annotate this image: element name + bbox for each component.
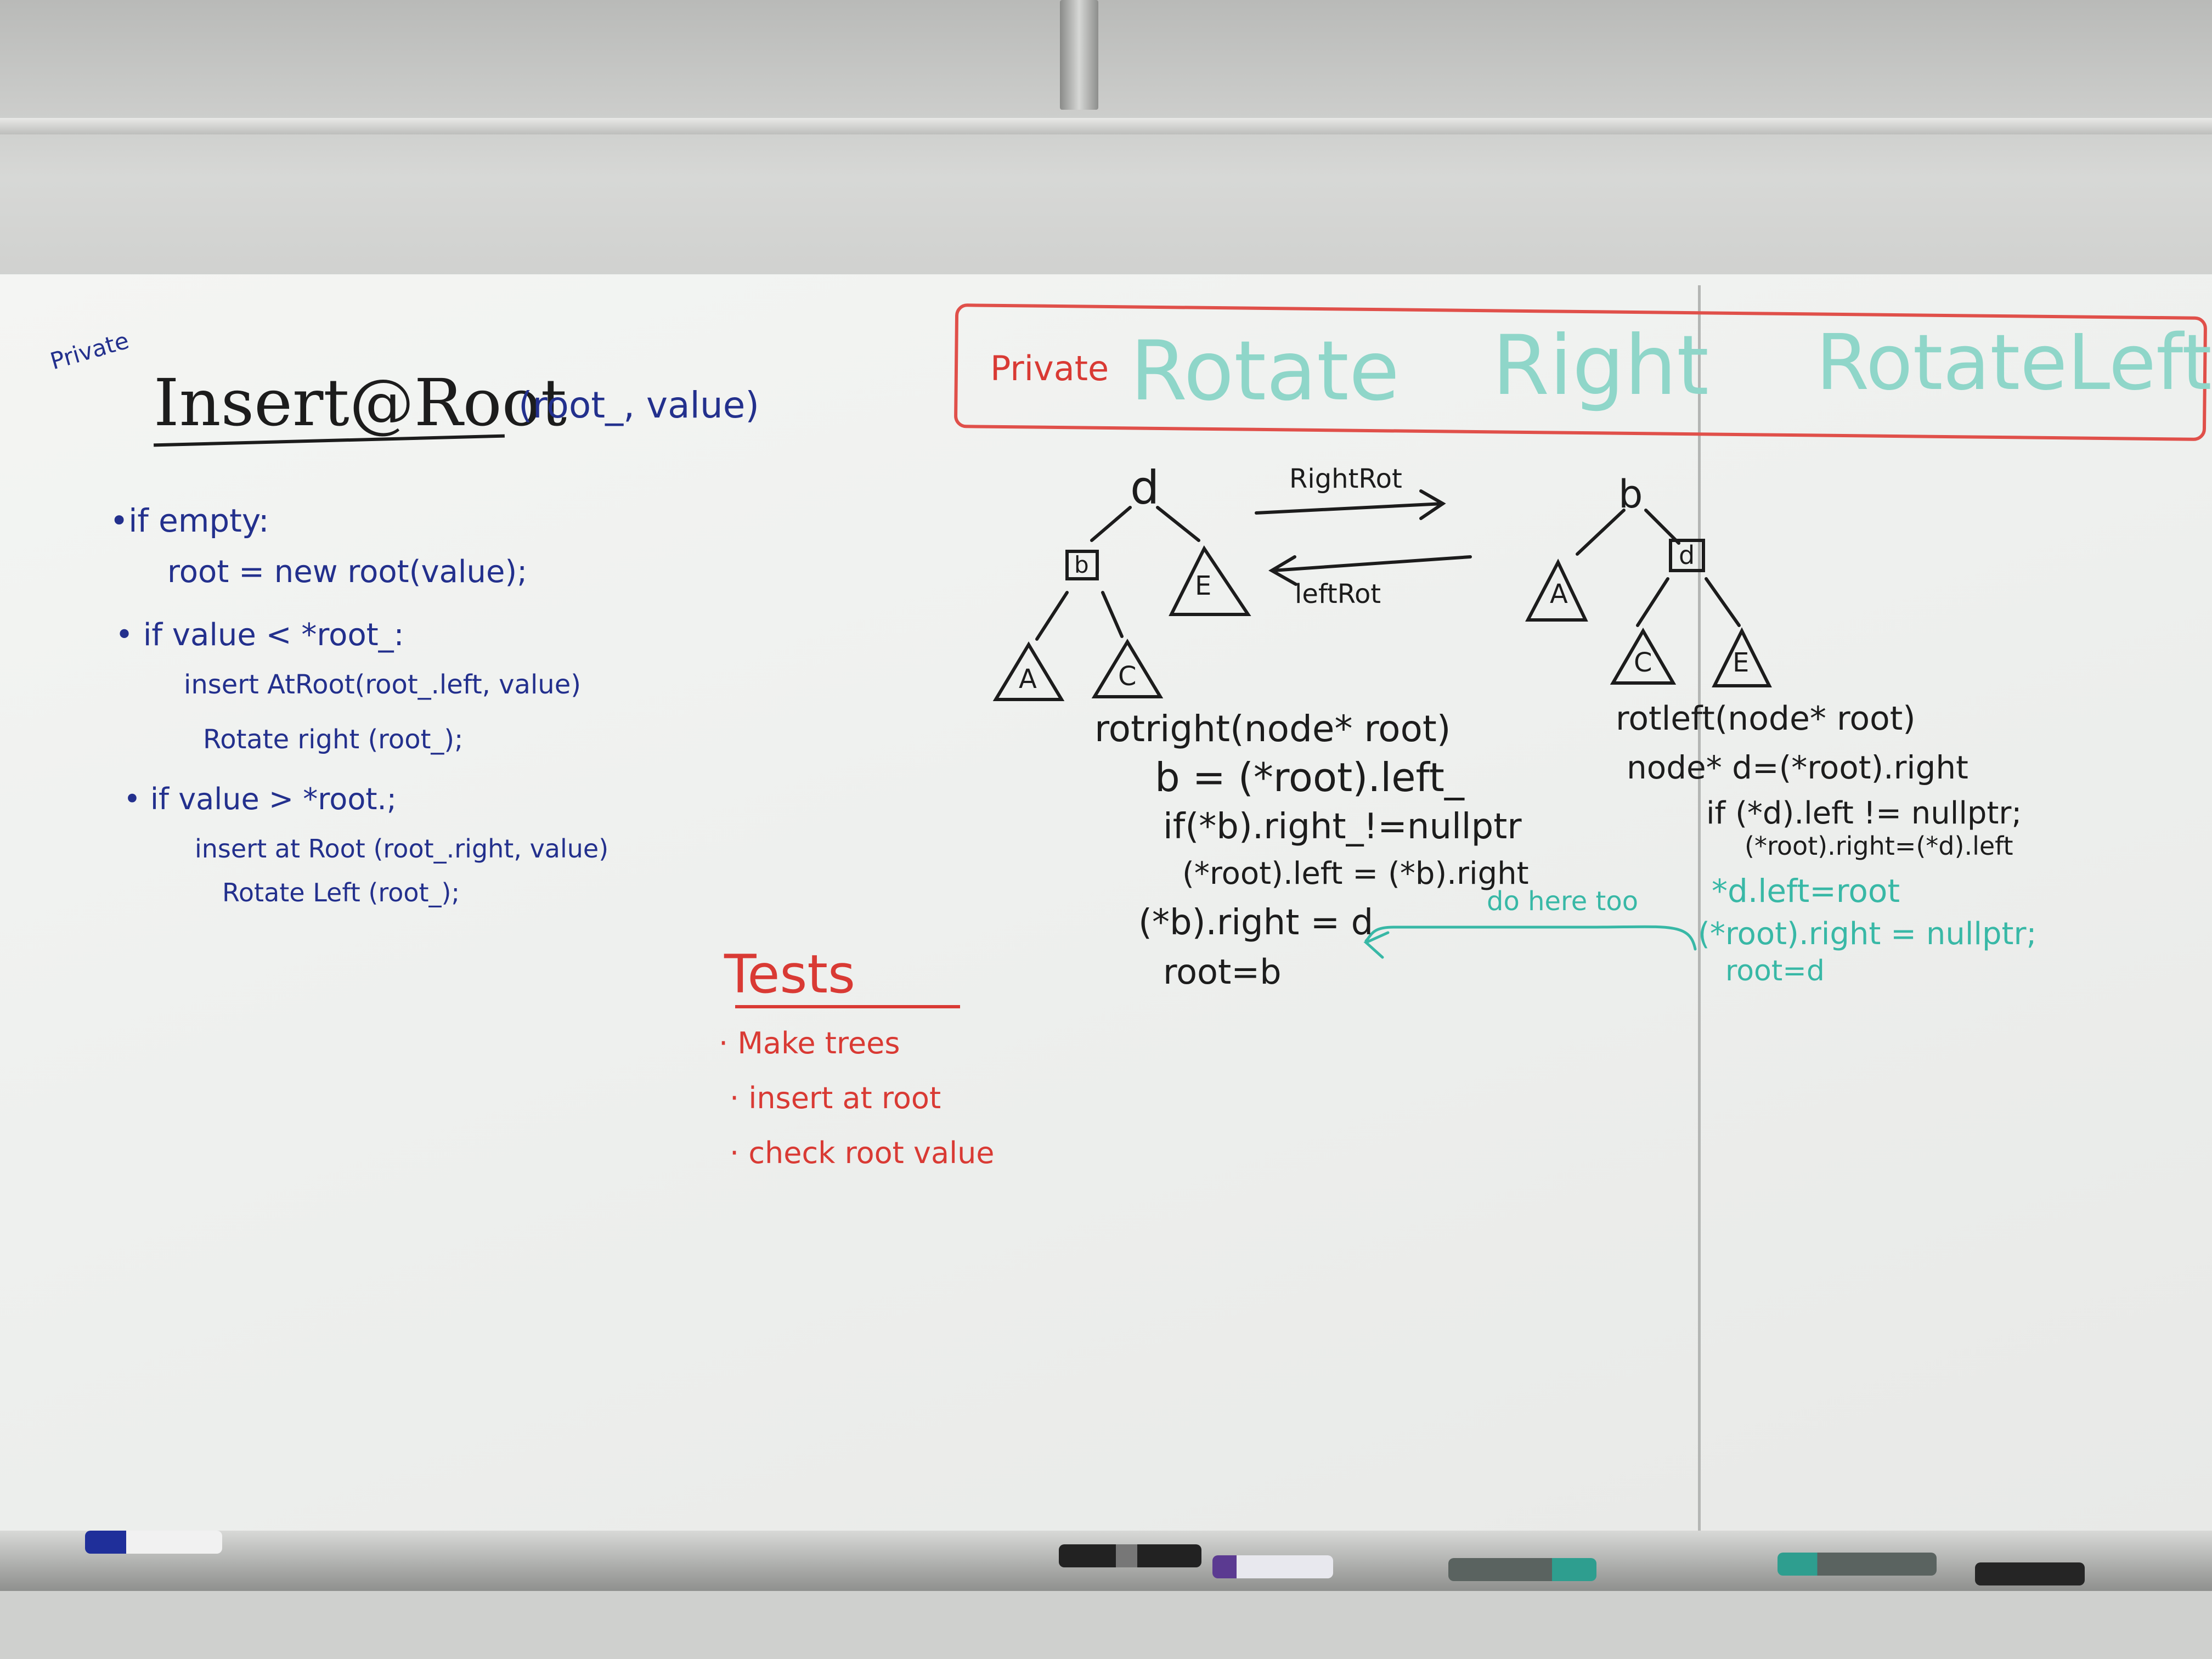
edge-b2-a bbox=[1576, 509, 1626, 556]
board-rail bbox=[0, 118, 2212, 134]
rotleft-line-4: (*root).right=(*d).left bbox=[1745, 831, 2013, 861]
code-line-2: root = new root(value); bbox=[167, 554, 528, 590]
blue-marker[interactable] bbox=[85, 1531, 222, 1554]
rotright-line-2: b = (*root).left_ bbox=[1155, 754, 1464, 800]
insert-at-root-title: Insert@Root bbox=[154, 365, 567, 441]
rotleft-line-7: root=d bbox=[1725, 955, 1825, 988]
code-line-7: insert at Root (root_.right, value) bbox=[195, 834, 609, 864]
edge-b-c bbox=[1101, 591, 1124, 638]
tree2-leaf-e: E bbox=[1733, 647, 1750, 678]
tree2-leaf-c: C bbox=[1634, 647, 1652, 678]
node-d-box bbox=[1669, 539, 1705, 572]
tree2-node-d: d bbox=[1679, 540, 1695, 570]
board-seam bbox=[1698, 285, 1701, 1547]
insert-at-root-args: (root_, value) bbox=[518, 384, 760, 426]
rotleft-line-2: node* d=(*root).right bbox=[1627, 749, 1968, 786]
triangle-a bbox=[992, 641, 1065, 701]
tree1-leaf-c: C bbox=[1118, 661, 1137, 692]
purple-marker[interactable] bbox=[1212, 1555, 1333, 1578]
edge-b-a bbox=[1035, 591, 1069, 641]
code-line-1: •if empty: bbox=[110, 502, 269, 539]
board-clip bbox=[1060, 0, 1098, 110]
edge-b2-d bbox=[1644, 509, 1680, 545]
black-marker[interactable] bbox=[1059, 1544, 1201, 1567]
arrow-left-rot-head bbox=[1268, 555, 1297, 586]
arrow-left-rot bbox=[1271, 555, 1472, 572]
rotleft-line-1: rotleft(node* root) bbox=[1616, 699, 1916, 738]
rotright-line-3: if(*b).right_!=nullptr bbox=[1163, 806, 1522, 847]
node-b-box bbox=[1065, 550, 1099, 580]
wall bbox=[0, 0, 2212, 296]
header-rotate-left: RotateLeft bbox=[1816, 318, 2212, 408]
rotright-line-5: (*b).right = d bbox=[1138, 902, 1374, 943]
edge-d-e bbox=[1156, 506, 1200, 542]
header-private-label: Private bbox=[990, 348, 1109, 388]
arrow-right-rot bbox=[1255, 502, 1444, 515]
triangle-a2 bbox=[1525, 558, 1588, 622]
tests-item-1: · Make trees bbox=[719, 1026, 900, 1060]
teal-marker-1[interactable] bbox=[1448, 1558, 1596, 1581]
header-right: Right bbox=[1492, 318, 1709, 414]
rotright-line-1: rotright(node* root) bbox=[1094, 708, 1451, 750]
triangle-c bbox=[1091, 639, 1164, 698]
whiteboard bbox=[0, 274, 2212, 1536]
edge-d-b bbox=[1090, 506, 1132, 542]
code-line-6: • if value > *root.; bbox=[123, 782, 397, 816]
do-here-too-arrow bbox=[1364, 925, 1697, 951]
teal-marker-2[interactable] bbox=[1778, 1553, 1937, 1576]
tree1-leaf-a: A bbox=[1019, 664, 1037, 695]
code-line-5: Rotate right (root_); bbox=[203, 724, 464, 755]
black-marker-2[interactable] bbox=[1975, 1562, 2085, 1585]
rotright-line-6: root=b bbox=[1163, 952, 1282, 992]
edge-d2-e bbox=[1705, 577, 1741, 627]
arrow-right-rot-head bbox=[1419, 489, 1446, 520]
edge-d2-c bbox=[1636, 577, 1669, 627]
code-line-8: Rotate Left (root_); bbox=[222, 878, 460, 907]
right-rot-label: RightRot bbox=[1289, 464, 1402, 494]
triangle-e2 bbox=[1712, 627, 1772, 687]
header-rotate: Rotate bbox=[1130, 324, 1400, 419]
tests-item-2: · insert at root bbox=[730, 1081, 941, 1115]
do-here-too-arrow-head bbox=[1363, 931, 1390, 959]
rotright-line-4: (*root).left = (*b).right bbox=[1182, 856, 1529, 891]
tests-underline bbox=[735, 1005, 960, 1008]
rotleft-line-6: (*root).right = nullptr; bbox=[1698, 916, 2037, 952]
do-here-too-label: do here too bbox=[1487, 886, 1639, 917]
tree2-root-b: b bbox=[1618, 472, 1643, 517]
triangle-c2 bbox=[1610, 628, 1677, 685]
left-rot-label: leftRot bbox=[1295, 579, 1381, 610]
tree1-leaf-e: E bbox=[1195, 571, 1212, 601]
triangle-e bbox=[1169, 545, 1251, 616]
tree2-leaf-a: A bbox=[1550, 579, 1568, 610]
tree1-root-d: d bbox=[1130, 461, 1160, 515]
tree1-node-b: b bbox=[1074, 551, 1089, 578]
tests-item-3: · check root value bbox=[730, 1136, 995, 1170]
floor bbox=[0, 1591, 2212, 1659]
rotleft-line-5: *d.left=root bbox=[1712, 872, 1900, 910]
code-line-4: insert AtRoot(root_.left, value) bbox=[184, 669, 581, 700]
tests-title: Tests bbox=[724, 944, 856, 1005]
rotleft-line-3: if (*d).left != nullptr; bbox=[1706, 795, 2022, 831]
code-line-3: • if value < *root_: bbox=[115, 617, 404, 653]
